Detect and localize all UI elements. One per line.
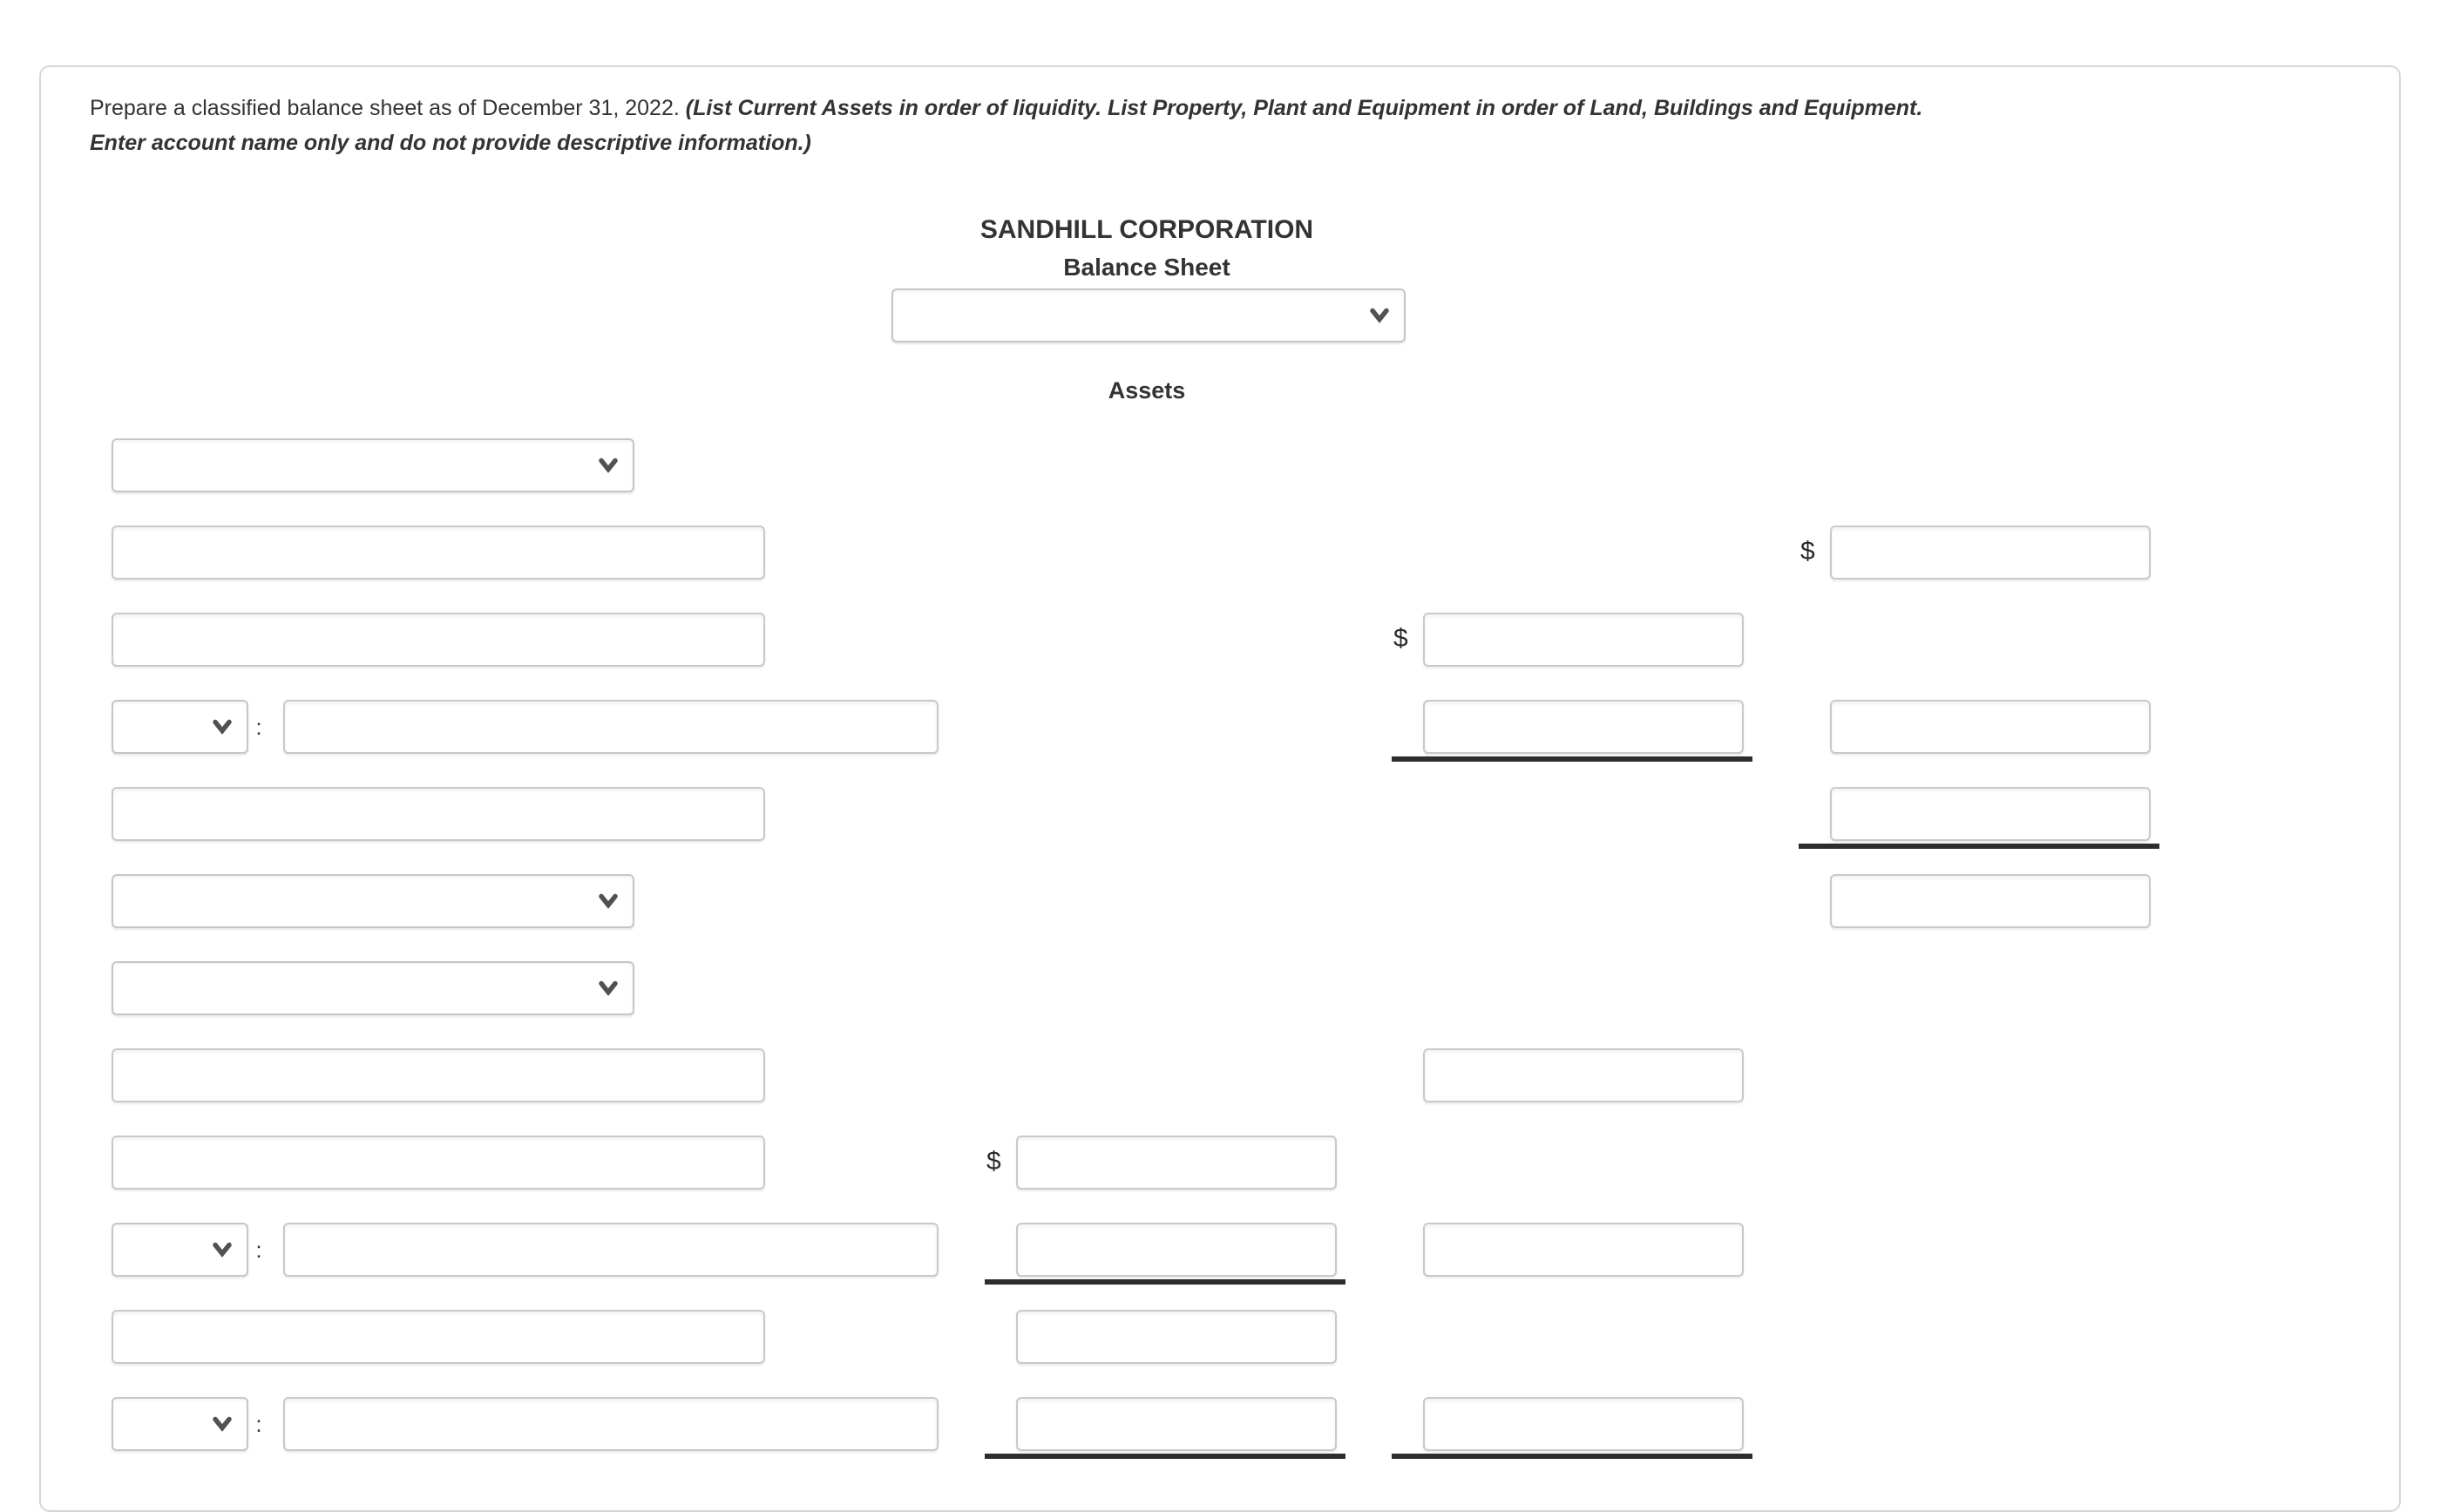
- amount-input-row12-col2[interactable]: [1423, 1397, 1744, 1451]
- account-input-row11[interactable]: [112, 1310, 765, 1364]
- amount-input-row8-col2[interactable]: [1423, 1048, 1744, 1102]
- qualifier-select-row12[interactable]: [112, 1397, 248, 1451]
- amount-input-row10-col2[interactable]: [1423, 1223, 1744, 1277]
- amount-input-row10-col1[interactable]: [1016, 1223, 1337, 1277]
- account-input-row3[interactable]: [112, 613, 765, 667]
- amount-input-row4-col2[interactable]: [1423, 700, 1744, 754]
- balance-sheet-row-6: [0, 874, 2440, 940]
- company-name: SANDHILL CORPORATION: [979, 215, 1314, 244]
- qualifier-select-wrap-row4: [112, 700, 248, 754]
- classification-select-wrap-row7: [112, 961, 634, 1015]
- dollar-sign: $: [1393, 624, 1408, 653]
- amount-cell-row2-col3: $: [1799, 525, 2159, 582]
- balance-sheet-row-10: :: [0, 1223, 2440, 1289]
- account-input-row4[interactable]: [283, 700, 939, 754]
- amount-cell-rule-row12-col1: [985, 1397, 1345, 1459]
- account-input-row10[interactable]: [283, 1223, 939, 1277]
- amount-input-row6-col3[interactable]: [1830, 874, 2151, 928]
- amount-input-row2-col3[interactable]: [1830, 525, 2151, 580]
- instruction-normal: Prepare a classified balance sheet as of…: [90, 96, 686, 120]
- account-input-row9[interactable]: [112, 1136, 765, 1190]
- dollar-sign: $: [1800, 537, 1815, 566]
- amount-input-row4-col3[interactable]: [1830, 700, 2151, 754]
- instruction-text: Prepare a classified balance sheet as of…: [90, 91, 2321, 160]
- instruction-line-1: Prepare a classified balance sheet as of…: [90, 91, 2321, 125]
- colon-separator: :: [255, 1237, 262, 1263]
- instruction-line-2: Enter account name only and do not provi…: [90, 125, 2321, 160]
- colon-separator: :: [255, 714, 262, 740]
- classification-select-wrap-row6: [112, 874, 634, 928]
- amount-input-row11-col1[interactable]: [1016, 1310, 1337, 1364]
- amount-cell-row3-col2: $: [1392, 613, 1752, 669]
- classification-select-row7[interactable]: [112, 961, 634, 1015]
- amount-cell-rule-row5-col3: [1799, 787, 2159, 849]
- qualifier-select-row4[interactable]: [112, 700, 248, 754]
- balance-sheet-row-9: $: [0, 1136, 2440, 1202]
- date-select-wrap: [891, 288, 1406, 342]
- assets-section-heading: Assets: [1108, 377, 1186, 403]
- account-input-row8[interactable]: [112, 1048, 765, 1102]
- amount-cell-row4-col3: [1799, 700, 2159, 756]
- amount-cell-row8-col2: [1392, 1048, 1752, 1105]
- balance-sheet-row-7: [0, 961, 2440, 1027]
- instruction-emphasis-1: (List Current Assets in order of liquidi…: [685, 96, 1923, 120]
- dollar-sign: $: [986, 1147, 1001, 1176]
- amount-cell-rule-row4-col2: [1392, 700, 1752, 762]
- qualifier-select-row10[interactable]: [112, 1223, 248, 1277]
- balance-sheet-row-2: $: [0, 525, 2440, 592]
- account-input-row12[interactable]: [283, 1397, 939, 1451]
- qualifier-select-wrap-row10: [112, 1223, 248, 1277]
- amount-cell-row9-col1: $: [985, 1136, 1345, 1192]
- classification-select-wrap-row1: [112, 438, 634, 492]
- balance-sheet-row-11: [0, 1310, 2440, 1376]
- amount-cell-row11-col1: [985, 1310, 1345, 1366]
- account-input-row5[interactable]: [112, 787, 765, 841]
- balance-sheet-row-4: :: [0, 700, 2440, 766]
- balance-sheet-row-1: [0, 438, 2440, 505]
- amount-input-row5-col3[interactable]: [1830, 787, 2151, 841]
- amount-input-row12-col1[interactable]: [1016, 1397, 1337, 1451]
- classification-select-row1[interactable]: [112, 438, 634, 492]
- balance-sheet-row-5: [0, 787, 2440, 853]
- amount-input-row3-col2[interactable]: [1423, 613, 1744, 667]
- amount-cell-rule-row12-col2: [1392, 1397, 1752, 1459]
- balance-sheet-row-3: $: [0, 613, 2440, 679]
- colon-separator: :: [255, 1411, 262, 1437]
- qualifier-select-wrap-row12: [112, 1397, 248, 1451]
- balance-sheet-row-8: [0, 1048, 2440, 1115]
- account-input-row2[interactable]: [112, 525, 765, 580]
- statement-title: Balance Sheet: [1063, 254, 1230, 281]
- classification-select-row6[interactable]: [112, 874, 634, 928]
- amount-cell-row10-col2: [1392, 1223, 1752, 1279]
- balance-sheet-row-12: :: [0, 1397, 2440, 1463]
- instruction-emphasis-2: Enter account name only and do not provi…: [90, 131, 811, 155]
- page: { "instructions": { "line1_normal": "Pre…: [0, 65, 2440, 1512]
- date-select[interactable]: [891, 288, 1406, 342]
- amount-input-row9-col1[interactable]: [1016, 1136, 1337, 1190]
- amount-cell-rule-row10-col1: [985, 1223, 1345, 1285]
- amount-cell-row6-col3: [1799, 874, 2159, 931]
